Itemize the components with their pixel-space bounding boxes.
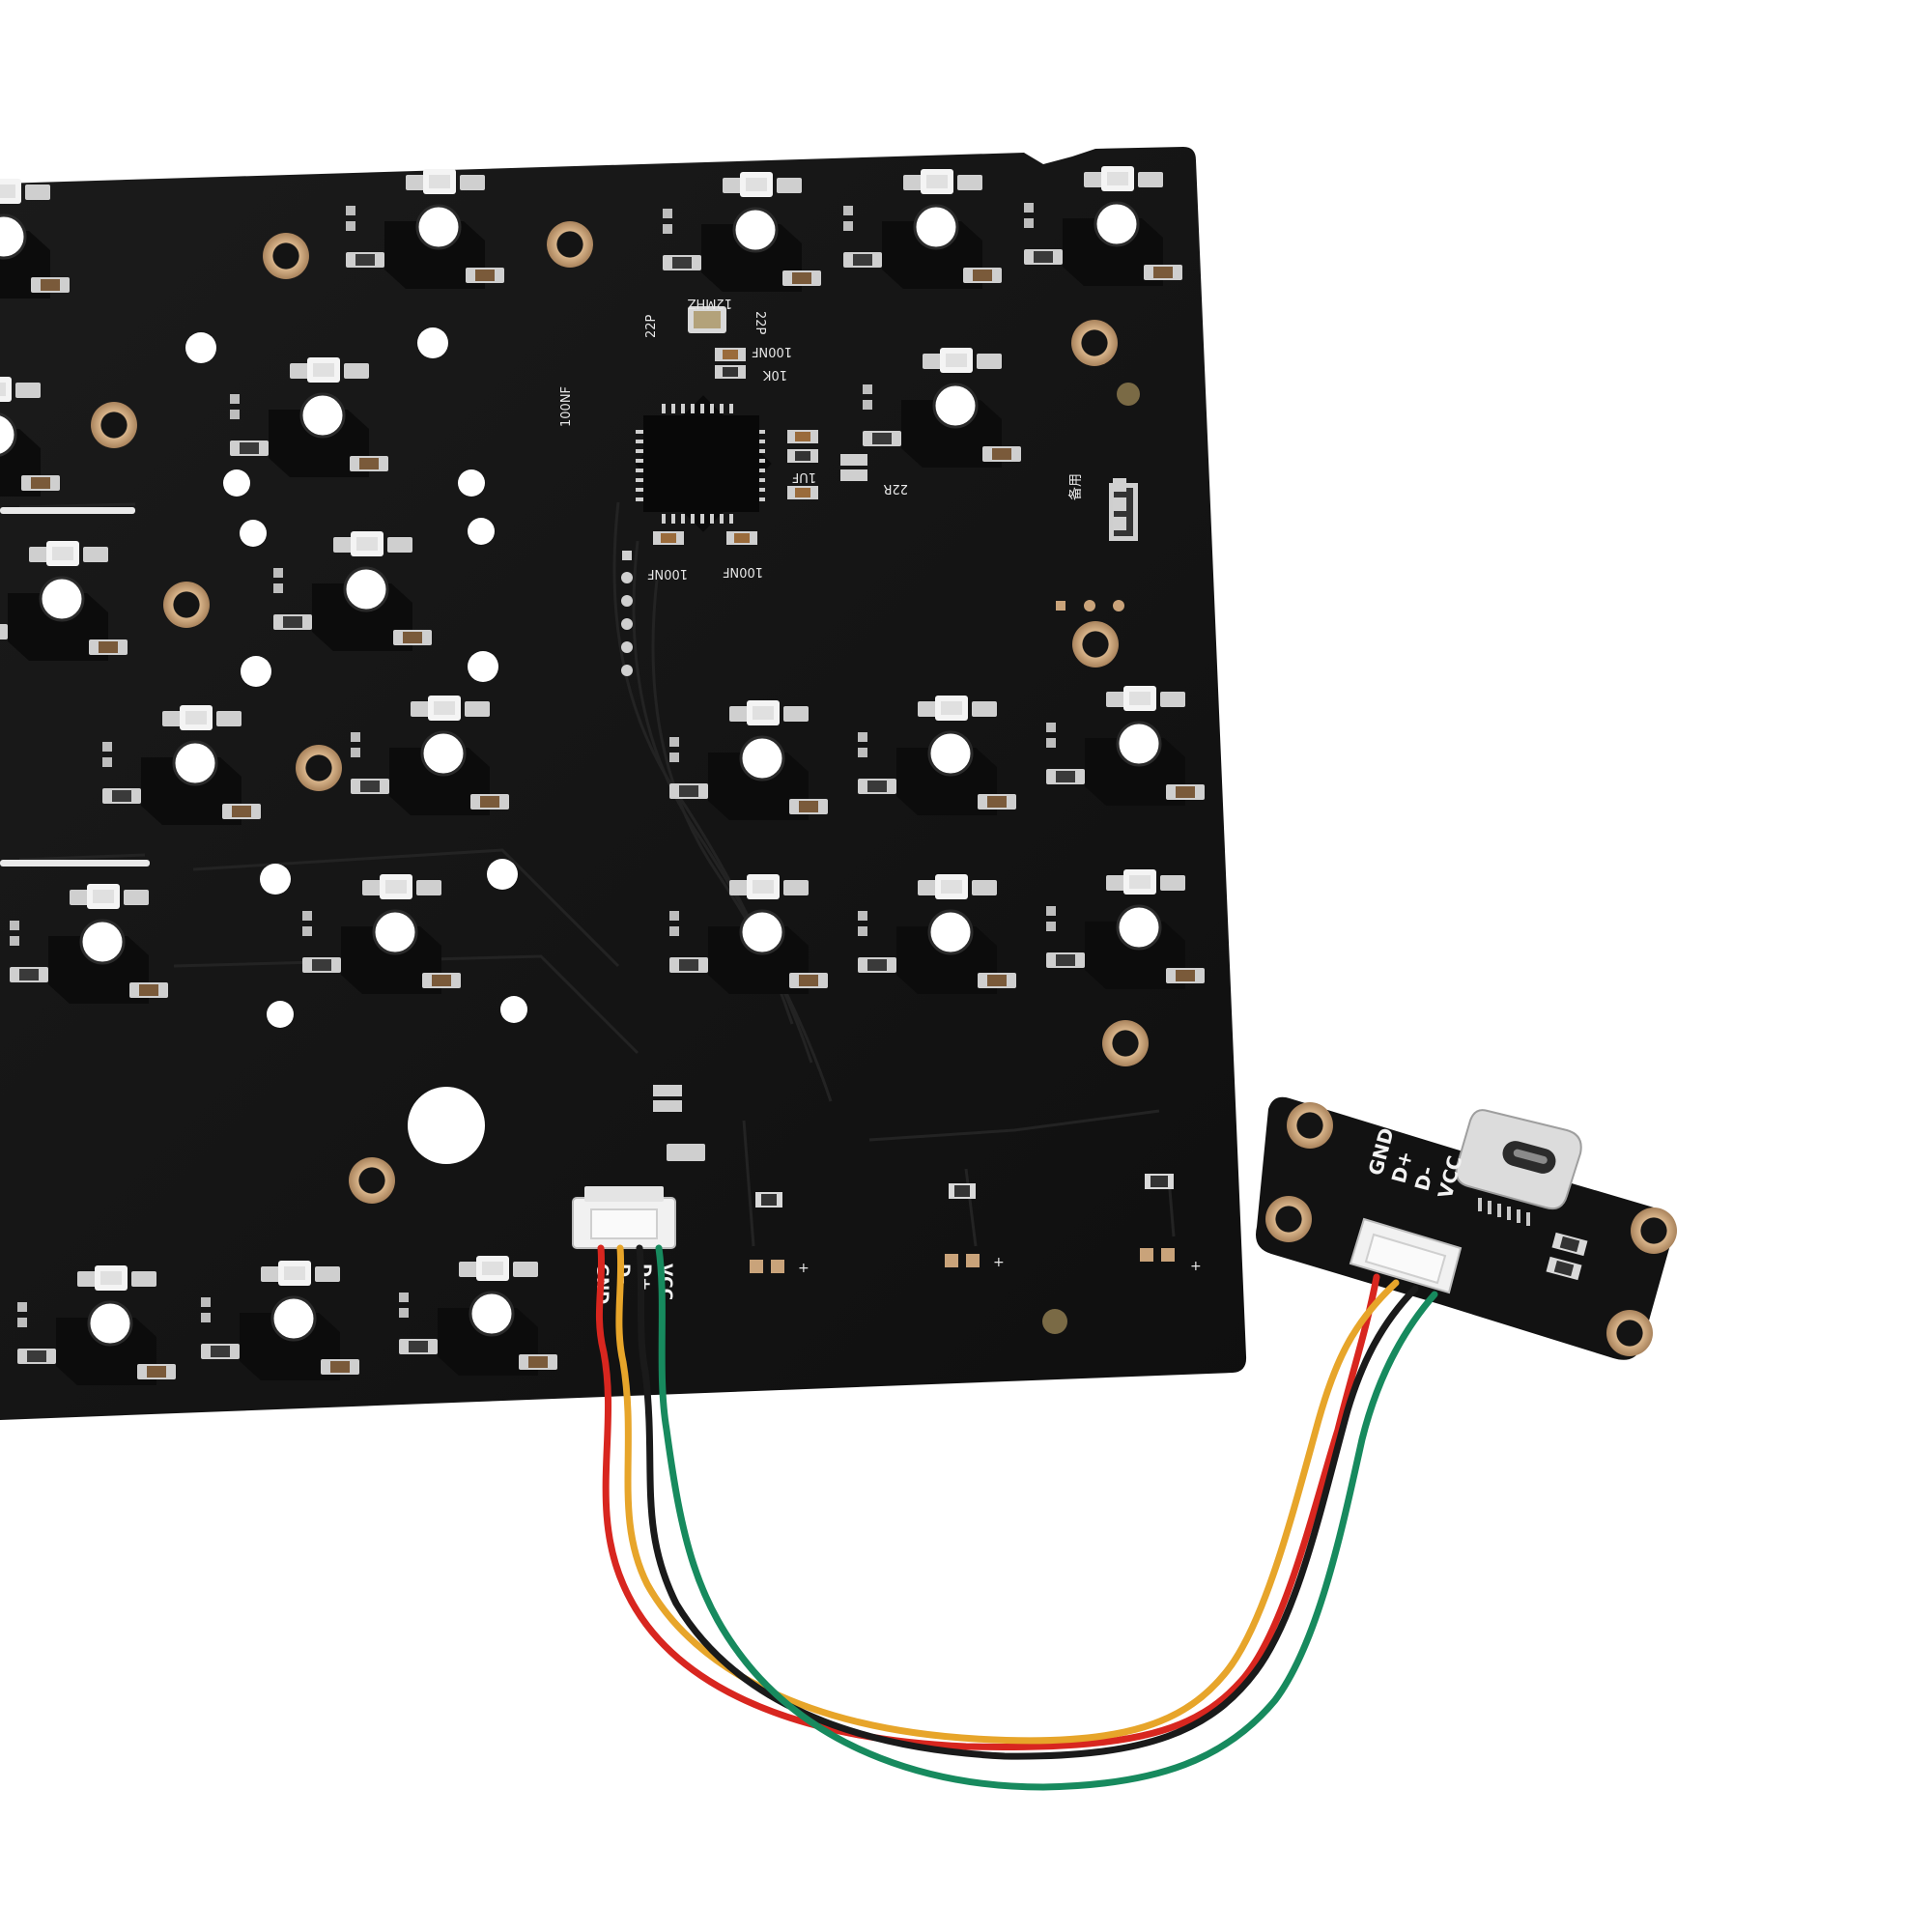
label-22p-right: 22P <box>753 311 767 335</box>
usb-board-resistors <box>1546 1232 1588 1281</box>
wire-red <box>595 1244 1380 1750</box>
label-100nf-top: 100NF <box>752 344 792 358</box>
svg-text:+: + <box>1190 1259 1202 1274</box>
label-crystal: 12MHZ <box>687 296 732 310</box>
usb-board-jst-connector <box>1349 1217 1463 1294</box>
label-22r: 22R <box>883 481 908 496</box>
mcu-chip <box>635 395 772 532</box>
wire-black <box>636 1244 1419 1760</box>
usb-cable <box>595 1244 1438 1791</box>
wire-yellow <box>615 1244 1400 1745</box>
pcb-connector-region: + + + <box>653 1085 1202 1276</box>
label-10k: 10K <box>762 367 787 382</box>
label-22p-left: 22P <box>644 314 659 338</box>
usb-c-connector <box>1455 1109 1582 1226</box>
svg-text:+: + <box>993 1255 1005 1270</box>
gold-mounting-holes <box>91 221 1149 1334</box>
label-100nf-bottom-right: 100NF <box>723 564 763 579</box>
label-100nf-bottom-left: 100NF <box>647 566 688 581</box>
usb-daughter-board: GND D+ D- VCC <box>1256 1096 1677 1360</box>
pcb-slots <box>0 507 150 867</box>
label-1uf: 1UF <box>792 469 816 484</box>
pcb-jst-connector <box>572 1186 676 1249</box>
passive-components <box>621 306 1138 676</box>
wire-green <box>655 1244 1438 1791</box>
pcb-holes <box>185 327 527 1164</box>
label-reserve: 备用 <box>1067 473 1084 500</box>
svg-text:+: + <box>798 1261 810 1276</box>
main-pcb-silkscreen: 22P 22P 12MHZ 100NF 10K 100NF 1UF 22R 10… <box>559 296 1126 1160</box>
label-100nf-left: 100NF <box>559 386 574 427</box>
